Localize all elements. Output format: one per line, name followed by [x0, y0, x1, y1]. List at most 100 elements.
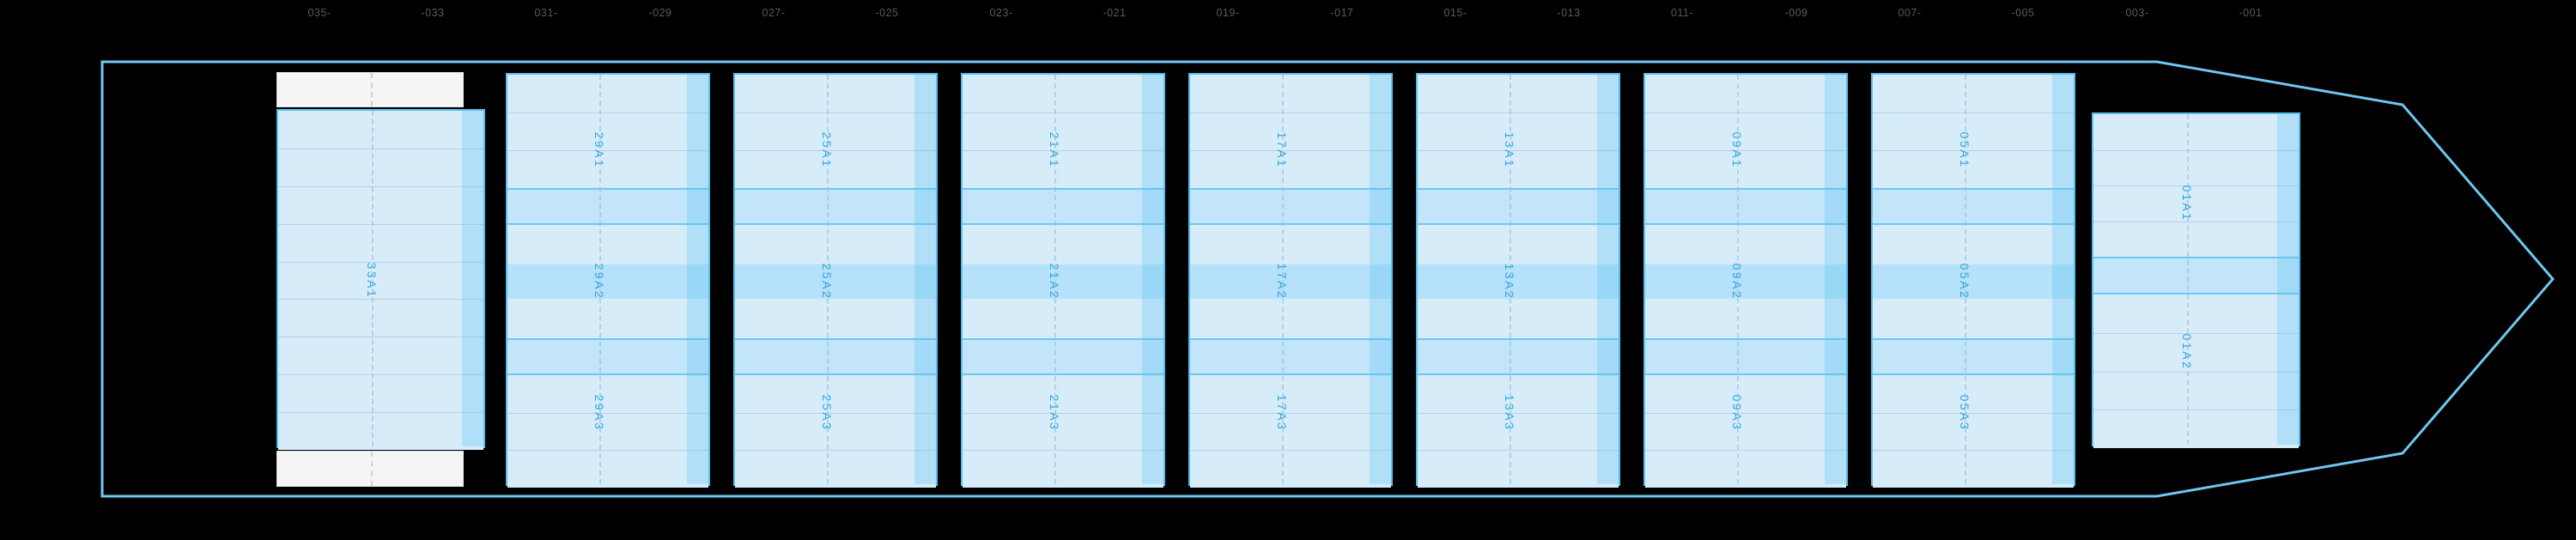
bay-25-band[interactable]	[735, 338, 936, 375]
bay-09-light[interactable]	[1645, 299, 1846, 338]
row-divider	[1873, 450, 2074, 451]
bay-21-light[interactable]	[963, 299, 1163, 338]
bay-25-zone-25A3[interactable]	[735, 375, 936, 488]
bay-33-zone-33A1[interactable]	[278, 111, 483, 450]
bay-29-band[interactable]	[507, 338, 708, 375]
bay-17-band[interactable]	[1190, 188, 1391, 225]
hatch-side-strip	[462, 111, 483, 446]
axis-label-033: -033	[421, 7, 445, 19]
hatch-side-strip	[1825, 75, 1846, 484]
row-divider	[963, 450, 1163, 451]
axis-label-005: -005	[2011, 7, 2035, 19]
bay-13-zone-13A1[interactable]	[1418, 75, 1619, 188]
bay-25-band[interactable]	[735, 188, 936, 225]
bay-centerline	[372, 111, 374, 446]
bay-09-light[interactable]	[1645, 225, 1846, 264]
bay-01-band[interactable]	[2093, 257, 2299, 294]
row-divider	[735, 150, 936, 151]
row-divider	[1190, 112, 1391, 113]
row-divider	[1190, 450, 1391, 451]
bay-09-zone-09A2[interactable]	[1645, 264, 1846, 299]
row-divider	[278, 186, 483, 187]
row-divider	[507, 150, 708, 151]
bay-05-zone-05A2[interactable]	[1873, 264, 2074, 299]
bay-09-band[interactable]	[1645, 188, 1846, 225]
row-divider	[507, 450, 708, 451]
bay-29-light[interactable]	[507, 299, 708, 338]
bay-centerline	[1736, 75, 1739, 484]
bay-centerline	[826, 75, 829, 484]
bay-25-light[interactable]	[735, 299, 936, 338]
bay-13-band[interactable]	[1418, 338, 1619, 375]
row-divider	[1418, 112, 1619, 113]
bay-29-zone-29A1[interactable]	[507, 75, 708, 188]
bay-21-zone-21A3[interactable]	[963, 375, 1163, 488]
bay-29-zone-29A3[interactable]	[507, 375, 708, 488]
bay-17-light[interactable]	[1190, 225, 1391, 264]
row-divider	[2093, 150, 2299, 151]
row-divider	[2093, 372, 2299, 373]
bay-09-zone-09A3[interactable]	[1645, 375, 1846, 488]
bay-21-band[interactable]	[963, 338, 1163, 375]
bay-05-light[interactable]	[1873, 225, 2074, 264]
bay-17-zone-17A2[interactable]	[1190, 264, 1391, 299]
row-divider	[278, 224, 483, 225]
bay-09-zone-09A1[interactable]	[1645, 75, 1846, 188]
axis-label-023: 023-	[989, 7, 1013, 19]
bay-25-zone-25A2[interactable]	[735, 264, 936, 299]
bay-17-zone-17A1[interactable]	[1190, 75, 1391, 188]
bay-13-light[interactable]	[1418, 299, 1619, 338]
bay-centerline	[2187, 114, 2189, 445]
bay-05-zone-05A1[interactable]	[1873, 75, 2074, 188]
bay-13-band[interactable]	[1418, 188, 1619, 225]
row-divider	[507, 413, 708, 414]
bay-13-zone-13A2[interactable]	[1418, 264, 1619, 299]
row-divider	[278, 412, 483, 413]
bay-13-zone-13A3[interactable]	[1418, 375, 1619, 488]
bay-05-band[interactable]	[1873, 338, 2074, 375]
row-divider	[2093, 221, 2299, 222]
bay-17-zone-17A3[interactable]	[1190, 375, 1391, 488]
cap-centerline	[371, 73, 373, 106]
row-divider	[1645, 150, 1846, 151]
bay-13-light[interactable]	[1418, 225, 1619, 264]
row-divider	[1645, 413, 1846, 414]
axis-label-019: 019-	[1216, 7, 1240, 19]
bay-25-light[interactable]	[735, 225, 936, 264]
bay-09-band[interactable]	[1645, 338, 1846, 375]
row-divider	[1418, 450, 1619, 451]
bay-29-band[interactable]	[507, 188, 708, 225]
bay-01-zone-01A1[interactable]	[2093, 114, 2299, 257]
bay-05-band[interactable]	[1873, 188, 2074, 225]
bay-21-band[interactable]	[963, 188, 1163, 225]
axis-label-027: 027-	[762, 7, 786, 19]
bay-21-light[interactable]	[963, 225, 1163, 264]
row-divider	[963, 413, 1163, 414]
bay-29-light[interactable]	[507, 225, 708, 264]
axis-label-021: -021	[1103, 7, 1127, 19]
axis-label-007: 007-	[1898, 7, 1922, 19]
bay-21-zone-21A1[interactable]	[963, 75, 1163, 188]
bay-25-zone-25A1[interactable]	[735, 75, 936, 188]
bay-17-light[interactable]	[1190, 299, 1391, 338]
axis-label-025: -025	[875, 7, 899, 19]
bay-29-zone-29A2[interactable]	[507, 264, 708, 299]
bay-21-zone-21A2[interactable]	[963, 264, 1163, 299]
bay-05-light[interactable]	[1873, 299, 2074, 338]
bay-block-33[interactable]: 33A1	[276, 109, 485, 450]
bay-17-band[interactable]	[1190, 338, 1391, 375]
bay-05-zone-05A3[interactable]	[1873, 375, 2074, 488]
bay-centerline	[598, 75, 601, 484]
bay-33-top-cap	[276, 72, 464, 107]
row-divider	[1190, 150, 1391, 151]
bay-01-zone-01A2[interactable]	[2093, 294, 2299, 448]
